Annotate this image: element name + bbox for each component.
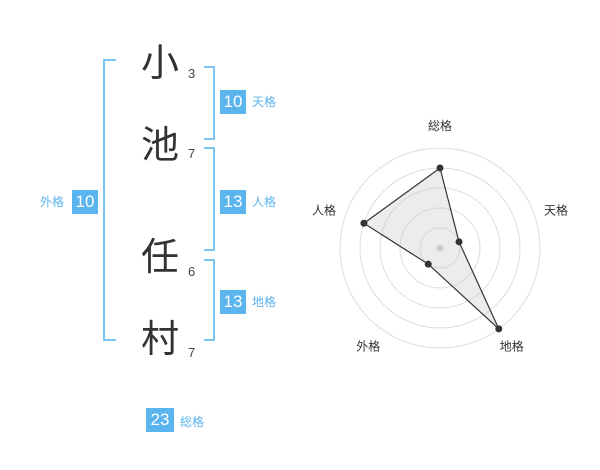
- tenkaku-value: 10: [220, 90, 246, 114]
- radar-point-4: [424, 260, 432, 268]
- radar-point-2: [455, 238, 463, 246]
- name-char-3: 任: [141, 235, 180, 279]
- radar-ring: [419, 227, 461, 269]
- gaikaku-value: 10: [72, 190, 98, 214]
- name-char-2: 池: [141, 123, 180, 167]
- gaikaku-bracket: [103, 59, 116, 341]
- chikaku-bracket: [204, 259, 215, 341]
- radar-axis-label-2: 天格: [544, 202, 568, 217]
- radar-center-dot: [436, 244, 444, 252]
- radar-axis-label-1: 総格: [428, 118, 452, 133]
- radar-data-polygon: [362, 166, 500, 330]
- radar-axis-label-4: 外格: [356, 339, 380, 354]
- stroke-count-2: 7: [188, 146, 196, 161]
- radar-axis-label-3: 地格: [500, 339, 524, 354]
- tenkaku-label: 天格: [252, 95, 277, 109]
- gaikaku-label: 外格: [40, 195, 65, 209]
- radar-point-1: [436, 164, 444, 172]
- stroke-count-4: 7: [188, 345, 196, 360]
- radar-axis-label-5: 人格: [312, 202, 336, 217]
- stroke-count-1: 3: [188, 66, 196, 81]
- jinkaku-value: 13: [220, 190, 246, 214]
- name-char-4: 村: [141, 317, 180, 361]
- stroke-count-3: 6: [188, 264, 196, 279]
- radar-point-3: [495, 325, 503, 333]
- soukaku-label: 総格: [180, 415, 205, 429]
- jinkaku-label: 人格: [252, 195, 277, 209]
- tenkaku-bracket: [204, 66, 215, 140]
- chikaku-label: 地格: [252, 295, 277, 309]
- chikaku-value: 13: [220, 290, 246, 314]
- radar-ring: [399, 207, 481, 289]
- jinkaku-bracket: [204, 147, 215, 251]
- soukaku-value: 23: [146, 408, 174, 432]
- name-char-1: 小: [141, 41, 180, 85]
- radar-ring: [379, 187, 501, 309]
- radar-point-5: [360, 219, 368, 227]
